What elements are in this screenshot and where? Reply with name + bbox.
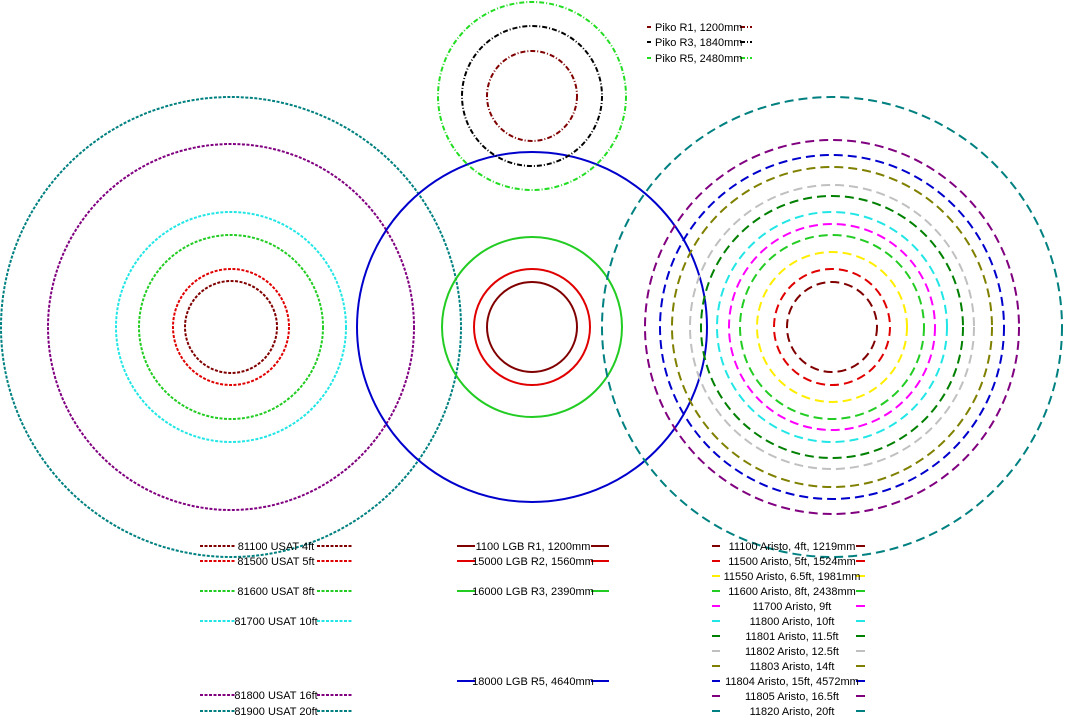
aristo-11-legend-row: 11805 Aristo, 16.5ft — [712, 691, 866, 703]
aristo-7-legend-row: 11801 Aristo, 11.5ft — [712, 631, 866, 643]
lgb-2-legend-row: 15000 LGB R2, 1560mm — [457, 556, 609, 568]
piko-3-legend-row: Piko R5, 2480mm — [647, 53, 752, 65]
aristo-7-legend-label: 11801 Aristo, 11.5ft — [745, 631, 838, 643]
track-rings — [0, 1, 1063, 558]
lgb-3-legend-row: 16000 LGB R3, 2390mm — [457, 586, 609, 598]
aristo-12-legend-row: 11820 Aristo, 20ft — [712, 706, 866, 718]
legends: 81100 USAT 4ft 81500 USAT 5ft 81600 USAT 8… — [200, 22, 866, 718]
lgb-4-legend-row: 18000 LGB R5, 4640mm — [457, 676, 609, 688]
lgb-1-ring — [486, 281, 578, 373]
aristo-1-legend-row: 11100 Aristo, 4ft, 1219mm — [712, 541, 866, 553]
aristo-8-legend-row: 11802 Aristo, 12.5ft — [712, 646, 866, 658]
usat-2-legend-label: 81500 USAT 5ft — [237, 556, 314, 568]
aristo-12-ring — [601, 96, 1063, 558]
aristo-11-legend-label: 11805 Aristo, 16.5ft — [745, 691, 839, 703]
usat-1-legend-row: 81100 USAT 4ft — [200, 541, 352, 553]
aristo-2-legend-row: 11500 Aristo, 5ft, 1524mm — [712, 556, 866, 568]
aristo-8-legend-label: 11802 Aristo, 12.5ft — [745, 646, 839, 658]
aristo-1-ring — [786, 281, 878, 373]
usat-1-ring — [184, 280, 278, 374]
piko-2-legend-label: Piko R3, 1840mm — [655, 37, 742, 49]
aristo-3-legend-label: 11550 Aristo, 6.5ft, 1981mm — [724, 571, 861, 583]
usat-6-legend-label: 81900 USAT 20ft — [234, 706, 317, 718]
usat-1-legend-label: 81100 USAT 4ft — [238, 541, 314, 553]
usat-2-ring — [172, 268, 290, 386]
aristo-12-legend-label: 11820 Aristo, 20ft — [750, 706, 835, 718]
piko-2-ring — [461, 25, 603, 167]
aristo-9-ring — [671, 166, 993, 488]
aristo-4-legend-row: 11600 Aristo, 8ft, 2438mm — [712, 586, 866, 598]
aristo-5-ring — [728, 223, 936, 431]
usat-3-legend-row: 81600 USAT 8ft — [200, 586, 352, 598]
aristo-2-ring — [773, 268, 891, 386]
aristo-6-legend-label: 11800 Aristo, 10ft — [750, 616, 835, 628]
lgb-3-legend-label: 16000 LGB R3, 2390mm — [472, 586, 594, 598]
lgb-4-ring — [356, 151, 708, 503]
usat-5-legend-row: 81800 USAT 16ft — [200, 690, 352, 702]
lgb-2-legend-label: 15000 LGB R2, 1560mm — [472, 556, 594, 568]
usat-5-legend-label: 81800 USAT 16ft — [234, 690, 317, 702]
aristo-5-legend-label: 11700 Aristo, 9ft — [753, 601, 832, 613]
usat-4-legend-label: 81700 USAT 10ft — [234, 616, 317, 628]
aristo-6-ring — [716, 211, 948, 443]
aristo-11-ring — [644, 139, 1020, 515]
usat-4-ring — [115, 211, 347, 443]
lgb-2-ring — [473, 268, 591, 386]
aristo-10-legend-label: 11804 Aristo, 15ft, 4572mm — [725, 676, 859, 688]
aristo-9-legend-label: 11803 Aristo, 14ft — [750, 661, 835, 673]
usat-6-ring — [0, 96, 462, 558]
aristo-4-legend-label: 11600 Aristo, 8ft, 2438mm — [728, 586, 856, 598]
lgb-1-legend-label: 1100 LGB R1, 1200mm — [476, 541, 591, 553]
lgb-4-legend-label: 18000 LGB R5, 4640mm — [472, 676, 594, 688]
piko-3-ring — [437, 1, 627, 191]
aristo-3-legend-row: 11550 Aristo, 6.5ft, 1981mm — [712, 571, 866, 583]
aristo-6-legend-row: 11800 Aristo, 10ft — [712, 616, 866, 628]
usat-3-legend-label: 81600 USAT 8ft — [237, 586, 314, 598]
aristo-2-legend-label: 11500 Aristo, 5ft, 1524mm — [728, 556, 856, 568]
usat-3-ring — [138, 234, 324, 420]
aristo-10-legend-row: 11804 Aristo, 15ft, 4572mm — [712, 676, 866, 688]
piko-3-legend-label: Piko R5, 2480mm — [655, 53, 742, 65]
aristo-5-legend-row: 11700 Aristo, 9ft — [712, 601, 866, 613]
usat-5-ring — [47, 143, 415, 511]
aristo-10-ring — [659, 154, 1005, 500]
aristo-7-ring — [700, 195, 964, 459]
usat-4-legend-row: 81700 USAT 10ft — [200, 616, 352, 628]
aristo-3-ring — [756, 251, 908, 403]
aristo-9-legend-row: 11803 Aristo, 14ft — [712, 661, 866, 673]
aristo-1-legend-label: 11100 Aristo, 4ft, 1219mm — [729, 541, 856, 553]
lgb-1-legend-row: 1100 LGB R1, 1200mm — [457, 541, 609, 553]
lgb-3-ring — [441, 236, 623, 418]
piko-1-legend-row: Piko R1, 1200mm — [647, 22, 752, 34]
aristo-4-ring — [739, 234, 925, 420]
piko-2-legend-row: Piko R3, 1840mm — [647, 37, 752, 49]
piko-1-legend-label: Piko R1, 1200mm — [655, 22, 742, 34]
piko-1-ring — [486, 50, 578, 142]
aristo-8-ring — [689, 184, 975, 470]
usat-6-legend-row: 81900 USAT 20ft — [200, 706, 352, 718]
usat-2-legend-row: 81500 USAT 5ft — [200, 556, 352, 568]
